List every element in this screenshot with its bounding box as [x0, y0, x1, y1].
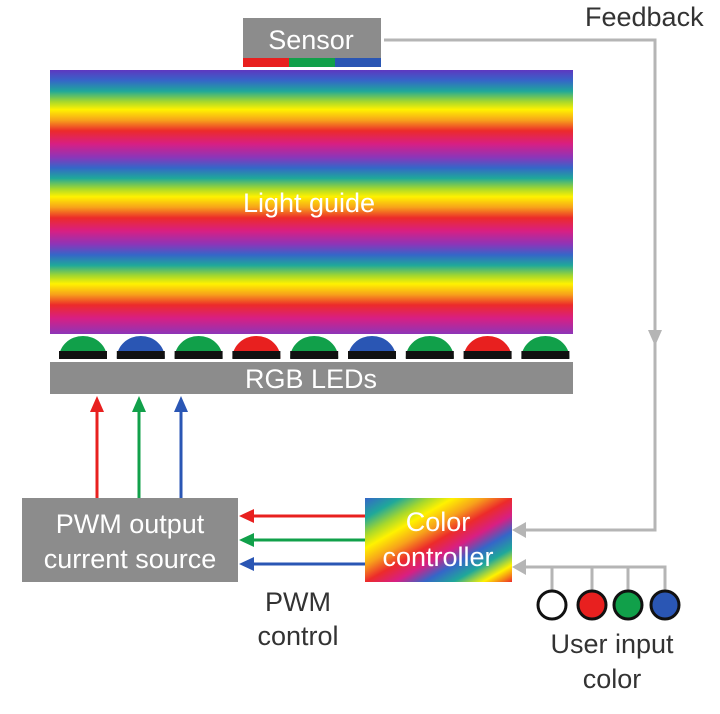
led-green — [290, 336, 339, 359]
pwm-control-label-line1: PWM — [265, 587, 331, 617]
led-green — [174, 336, 223, 359]
sensor-strip-blue — [335, 58, 381, 67]
user-input-red-circle — [576, 589, 608, 621]
led-green — [405, 336, 454, 359]
sensor-color-strip — [243, 58, 381, 67]
user-input-label-line1: User input — [550, 629, 674, 659]
feedback-mid-arrowhead — [648, 330, 662, 346]
sensor-strip-green — [289, 58, 335, 67]
light-guide-label: Light guide — [243, 188, 375, 218]
user-input-white-circle — [536, 589, 568, 621]
pwm-control-label-line2: control — [257, 621, 338, 651]
rgb-leds-bar — [50, 362, 573, 394]
pwm-source-box — [22, 498, 238, 582]
feedback-label: Feedback — [585, 2, 704, 32]
user-input-green-circle — [612, 589, 644, 621]
pwm-source-label-line2: current source — [44, 544, 217, 574]
pwm-arrow-red — [239, 509, 365, 523]
color-controller-label-line1: Color — [406, 507, 471, 537]
led-input-arrows — [90, 396, 188, 498]
led-green — [59, 336, 107, 359]
pwm-source-label-line1: PWM output — [56, 509, 205, 539]
user-input-arrowhead — [512, 559, 526, 575]
led-blue — [348, 336, 396, 359]
color-controller-label-line2: controller — [382, 542, 493, 572]
feedback-line — [384, 38, 657, 532]
sensor-label: Sensor — [268, 25, 354, 55]
feedback-end-arrowhead — [512, 522, 526, 538]
user-input-circles — [536, 589, 681, 621]
color-controller-box — [365, 498, 512, 582]
led-red — [463, 336, 512, 359]
pwm-channel-arrows — [239, 509, 365, 571]
led-blue — [116, 336, 165, 359]
pwm-arrow-blue — [239, 557, 365, 571]
led-input-arrow-red — [90, 396, 104, 498]
user-input-stems — [550, 567, 667, 592]
user-input-label-line2: color — [583, 664, 642, 694]
light-guide — [50, 70, 573, 334]
led-red — [232, 336, 281, 359]
led-input-arrow-green — [132, 396, 146, 498]
rgb-leds-label: RGB LEDs — [245, 364, 377, 394]
led-green — [521, 336, 570, 359]
sensor-box — [243, 18, 381, 60]
led-input-arrow-blue — [174, 396, 188, 498]
pwm-arrow-green — [239, 533, 365, 547]
led-row — [59, 336, 570, 359]
user-input-blue-circle — [649, 589, 681, 621]
sensor-strip-red — [243, 58, 289, 67]
